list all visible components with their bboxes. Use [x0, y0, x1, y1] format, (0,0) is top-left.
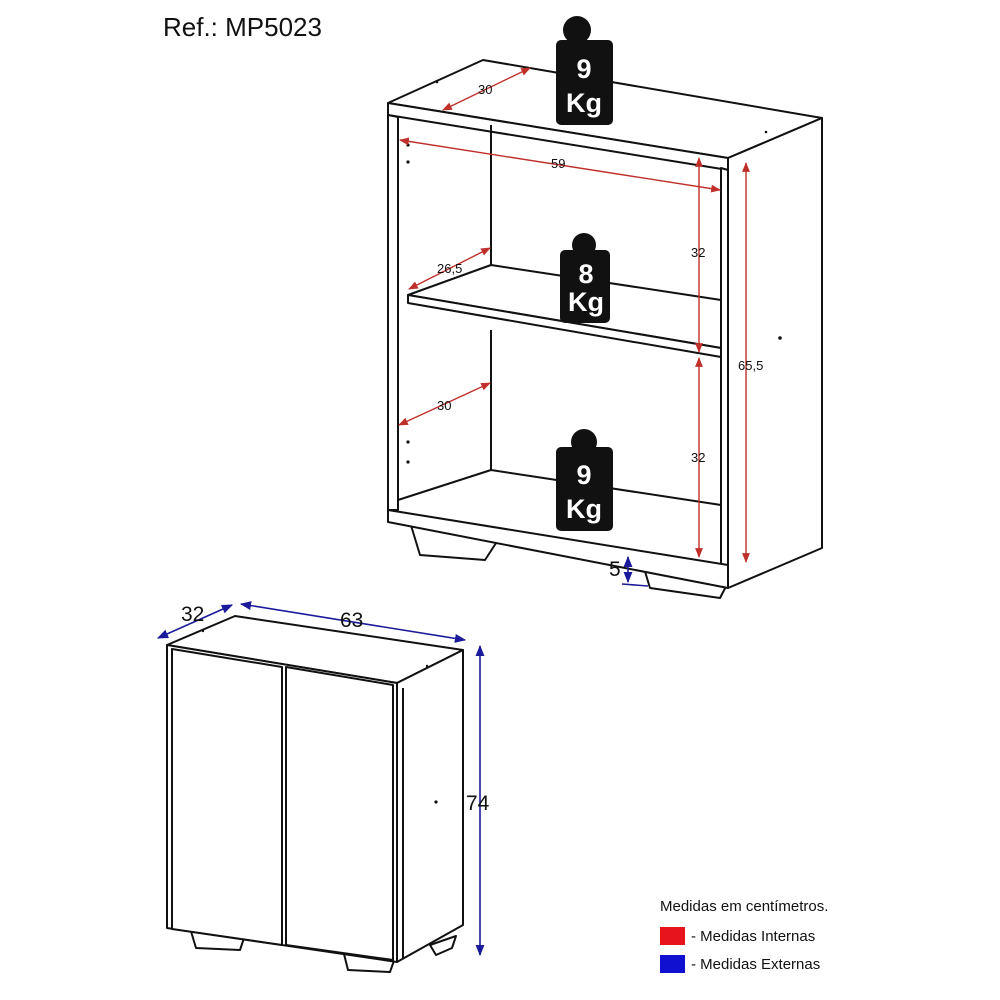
- legend-item-external: - Medidas Externas: [660, 955, 828, 973]
- closed-cabinet: [166, 615, 464, 973]
- red-swatch: [660, 927, 685, 945]
- dim-upper-height-label: 32: [691, 245, 705, 260]
- svg-text:9: 9: [576, 460, 591, 490]
- reference-title: Ref.: MP5023: [163, 12, 322, 42]
- legend: Medidas em centímetros. - Medidas Intern…: [660, 898, 828, 973]
- weight-badge-top: 9 Kg: [556, 16, 613, 125]
- svg-text:8: 8: [578, 259, 593, 289]
- legend-label-internal: - Medidas Internas: [691, 927, 816, 945]
- dim-total-height-label: 65,5: [738, 358, 763, 373]
- svg-text:Kg: Kg: [568, 287, 604, 317]
- dim-shelf-depth-label: 26,5: [437, 261, 462, 276]
- dim-top-depth-label: 30: [478, 82, 492, 97]
- dim-width: [239, 601, 467, 643]
- dim-lower-height-label: 32: [691, 450, 705, 465]
- svg-text:Kg: Kg: [566, 88, 602, 118]
- blue-swatch: [660, 955, 685, 973]
- external-dimension-lines: 32 63 74: [156, 601, 490, 957]
- door-right: [285, 666, 394, 961]
- right-side-panel: [727, 117, 823, 589]
- right-side: [396, 649, 464, 963]
- dim-top-depth: [442, 67, 531, 111]
- weight-badge-bottom: 9 Kg: [556, 429, 613, 531]
- svg-text:9: 9: [576, 54, 591, 84]
- dim-foot-height-label: 5: [609, 558, 621, 581]
- dim-inner-width: [399, 137, 721, 193]
- dim-depth: [156, 604, 234, 639]
- dim-height-label: 74: [466, 792, 490, 815]
- dim-width-label: 63: [340, 609, 363, 632]
- weight-badge-shelf: 8 Kg: [560, 233, 610, 323]
- door-left: [171, 648, 283, 946]
- bottom-front-edge: [387, 509, 729, 589]
- dim-depth-label: 32: [181, 603, 204, 626]
- legend-label-external: - Medidas Externas: [691, 955, 821, 973]
- legend-note: Medidas em centímetros.: [660, 898, 829, 915]
- legend-item-internal: - Medidas Internas: [660, 927, 828, 945]
- right-inner-edge: [720, 167, 729, 586]
- dim-bottom-depth: [398, 382, 491, 426]
- left-side-panel: [387, 114, 399, 511]
- foot-right: [429, 935, 457, 956]
- dim-shelf-depth: [408, 247, 491, 290]
- dim-inner-width-label: 59: [551, 156, 565, 171]
- dim-bottom-depth-label: 30: [437, 398, 451, 413]
- internal-dimension-lines: 30 59 32 32 65,5 26,5 30: [398, 67, 763, 563]
- svg-text:Kg: Kg: [566, 494, 602, 524]
